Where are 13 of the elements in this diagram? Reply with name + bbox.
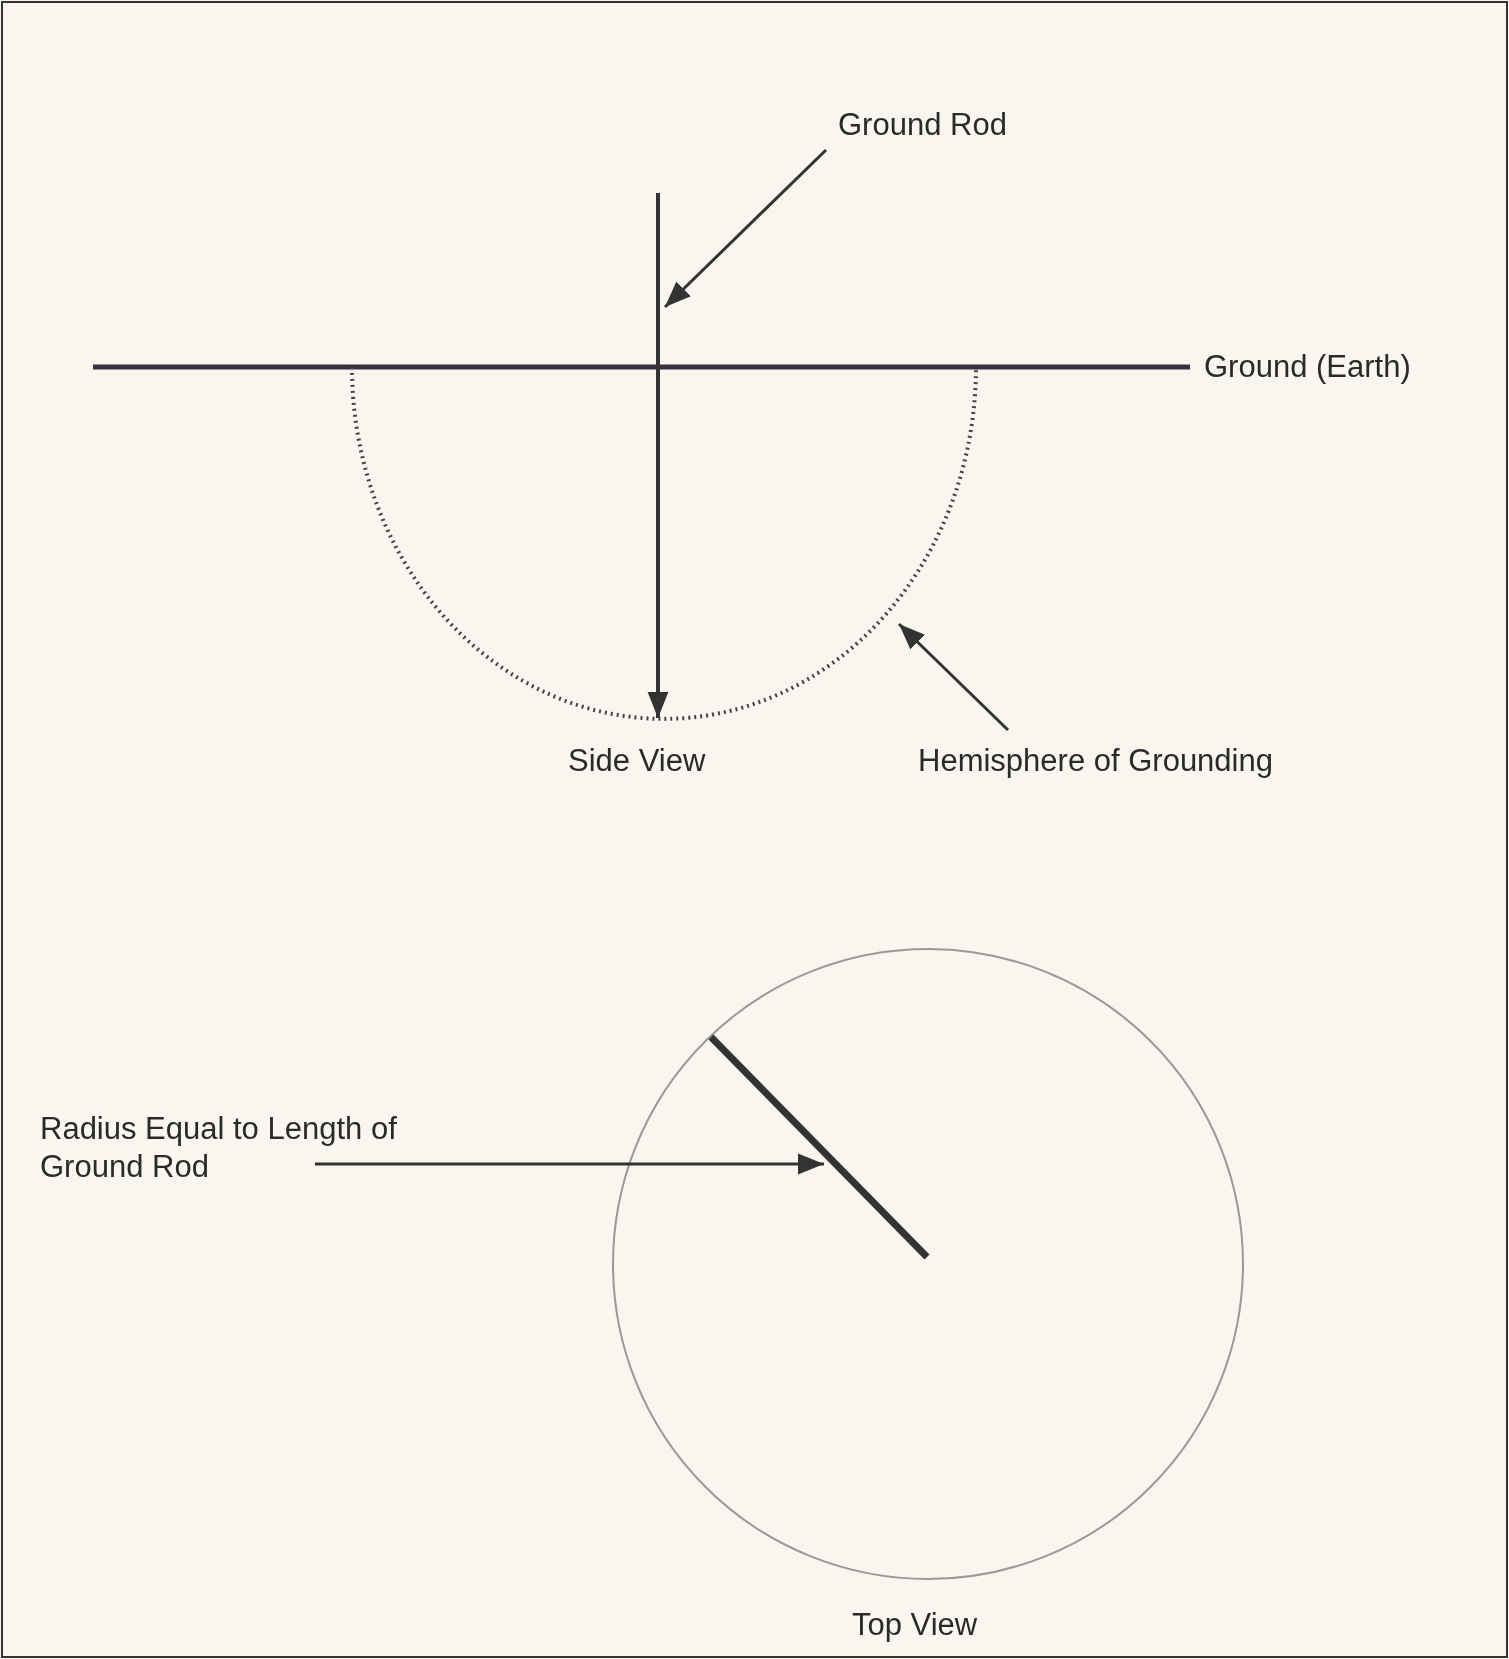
hemisphere-arc [350,366,978,721]
radius-line [708,1034,930,1260]
callout-text: Hemisphere of Grounding [918,742,1273,780]
ground-label: Ground (Earth) [1204,348,1411,386]
leader-line [897,622,1010,732]
view-label: Side View [568,742,706,780]
leader-line [663,148,828,309]
view-label: Top View [852,1606,978,1644]
leader-line [315,1153,824,1175]
callout-text: Radius Equal to Length of Ground Rod [40,1110,470,1186]
ground-rod [647,193,669,718]
callout-text: Ground Rod [838,106,1007,144]
top-view-circle [612,948,1244,1580]
